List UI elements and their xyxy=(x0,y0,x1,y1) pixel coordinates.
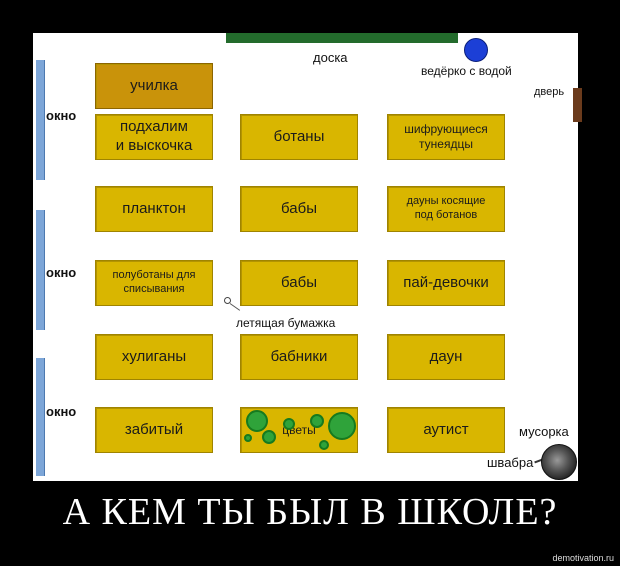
window-icon xyxy=(36,60,45,180)
board-label: доска xyxy=(313,50,348,65)
mop-label: швабра xyxy=(487,455,534,470)
desk-label: шифрующиеся тунеядцы xyxy=(404,122,488,151)
window-icon xyxy=(36,210,45,330)
desk-label: даун xyxy=(429,347,463,365)
desk-r5c1: забитый xyxy=(95,407,213,453)
teacher-desk-label: училка xyxy=(130,76,178,94)
bucket-label: ведёрко с водой xyxy=(421,64,512,78)
desk-r4c1: хулиганы xyxy=(95,334,213,380)
desk-label: планктон xyxy=(122,199,186,217)
desk-label: аутист xyxy=(423,420,469,438)
paper-plane-icon xyxy=(224,297,231,304)
site-credit: demotivation.ru xyxy=(552,553,614,563)
trash-can-icon xyxy=(541,444,577,480)
desk-label: бабники xyxy=(270,347,328,365)
blackboard xyxy=(226,33,458,43)
desk-label: подхалим и выскочка xyxy=(115,118,193,154)
poster-caption: А КЕМ ТЫ БЫЛ В ШКОЛЕ? xyxy=(62,491,558,533)
desk-r1c2: ботаны xyxy=(240,114,358,160)
desk-r4c2: бабники xyxy=(240,334,358,380)
door-icon xyxy=(573,88,582,122)
bucket-icon xyxy=(464,38,488,62)
desk-r2c1: планктон xyxy=(95,186,213,232)
desk-r3c1: полуботаны для списывания xyxy=(95,260,213,306)
window-label-1: окно xyxy=(46,108,77,123)
plant-icon xyxy=(328,412,356,440)
desk-label: забитый xyxy=(124,420,184,438)
desk-label: ботаны xyxy=(273,127,325,145)
desk-label: бабы xyxy=(281,273,317,291)
desk-r3c3: пай-девочки xyxy=(387,260,505,306)
desk-label: пай-девочки xyxy=(403,273,489,291)
plant-icon xyxy=(319,440,329,450)
trash-label: мусорка xyxy=(519,424,569,439)
desk-r4c3: даун xyxy=(387,334,505,380)
plant-icon xyxy=(246,410,268,432)
desk-r2c2: бабы xyxy=(240,186,358,232)
plant-icon xyxy=(262,430,276,444)
plant-icon xyxy=(310,414,324,428)
desk-r2c3: дауны косящие под ботанов xyxy=(387,186,505,232)
window-label-2: окно xyxy=(46,265,77,280)
desk-label: хулиганы xyxy=(121,347,187,365)
desk-label: полуботаны для списывания xyxy=(112,269,196,295)
desk-label: дауны косящие под ботанов xyxy=(406,195,486,221)
desk-r3c2: бабы xyxy=(240,260,358,306)
paper-plane-label: летящая бумажка xyxy=(236,316,336,330)
teacher-desk: училка xyxy=(95,63,213,109)
desk-r1c3: шифрующиеся тунеядцы xyxy=(387,114,505,160)
plant-icon xyxy=(283,418,295,430)
window-icon xyxy=(36,358,45,476)
door-label: дверь xyxy=(534,86,565,98)
window-label-3: окно xyxy=(46,404,77,419)
desk-label: бабы xyxy=(281,199,317,217)
desk-r1c1: подхалим и выскочка xyxy=(95,114,213,160)
desk-r5c3: аутист xyxy=(387,407,505,453)
plant-icon xyxy=(244,434,252,442)
